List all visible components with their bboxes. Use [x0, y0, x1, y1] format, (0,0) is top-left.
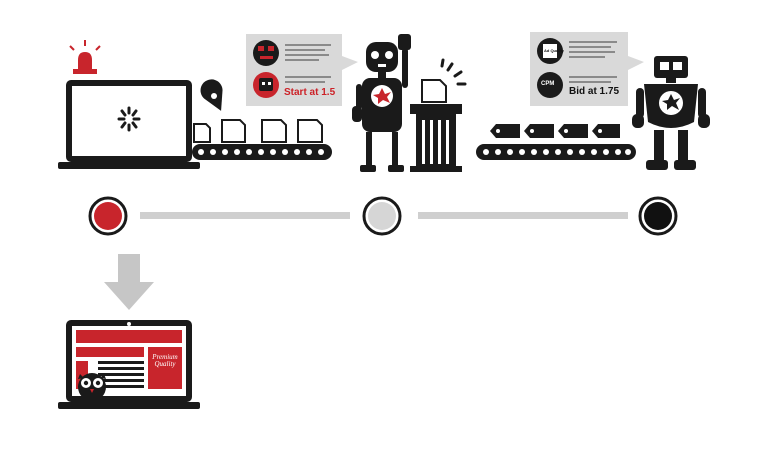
buyer-robot [632, 56, 710, 170]
laptop-screen [72, 86, 186, 156]
sparkle-icon [440, 58, 467, 86]
bubble-text-lines [285, 44, 331, 83]
conveyor-belt-2 [476, 144, 636, 160]
publisher-speech-bubble [246, 34, 358, 106]
document-icon [193, 119, 323, 143]
podium [410, 58, 467, 172]
loading-spinner-icon [117, 106, 141, 132]
laptop-base [58, 162, 200, 169]
result-laptop [58, 320, 200, 409]
down-arrow-icon [104, 254, 154, 310]
conveyor-belt-1 [192, 144, 332, 160]
document-icon [421, 79, 447, 103]
price-tag-icon [490, 124, 620, 138]
premium-line: Premium [152, 353, 178, 361]
ad-card-label: Ad Quality [544, 48, 565, 53]
cpm-icon [537, 72, 563, 98]
buyer-speech-bubble [530, 32, 644, 106]
laptop-base [58, 402, 200, 409]
ad-block [76, 347, 144, 357]
bubble-text-lines [569, 41, 617, 83]
cpm-label: CPM [541, 81, 555, 87]
robot-face-icon [253, 40, 279, 66]
location-pin-icon [200, 79, 223, 111]
alarm-light-base [73, 69, 97, 74]
premium-quality-ad [148, 347, 182, 389]
timeline [88, 196, 678, 236]
timeline-connector [418, 212, 628, 219]
seller-robot [352, 34, 411, 172]
owl-mascot-icon [78, 373, 106, 401]
ad-banner [76, 330, 182, 343]
quality-line: Quality [154, 360, 176, 368]
timeline-connector [140, 212, 350, 219]
publisher-bid-text: Start at 1.5 [284, 87, 336, 98]
publisher-laptop [58, 40, 223, 169]
alarm-light-icon [78, 52, 92, 70]
buyer-bid-text: Bid at 1.75 [569, 86, 620, 97]
alarm-rays-icon [69, 40, 101, 51]
premium-label: Premium Quality [150, 354, 180, 368]
